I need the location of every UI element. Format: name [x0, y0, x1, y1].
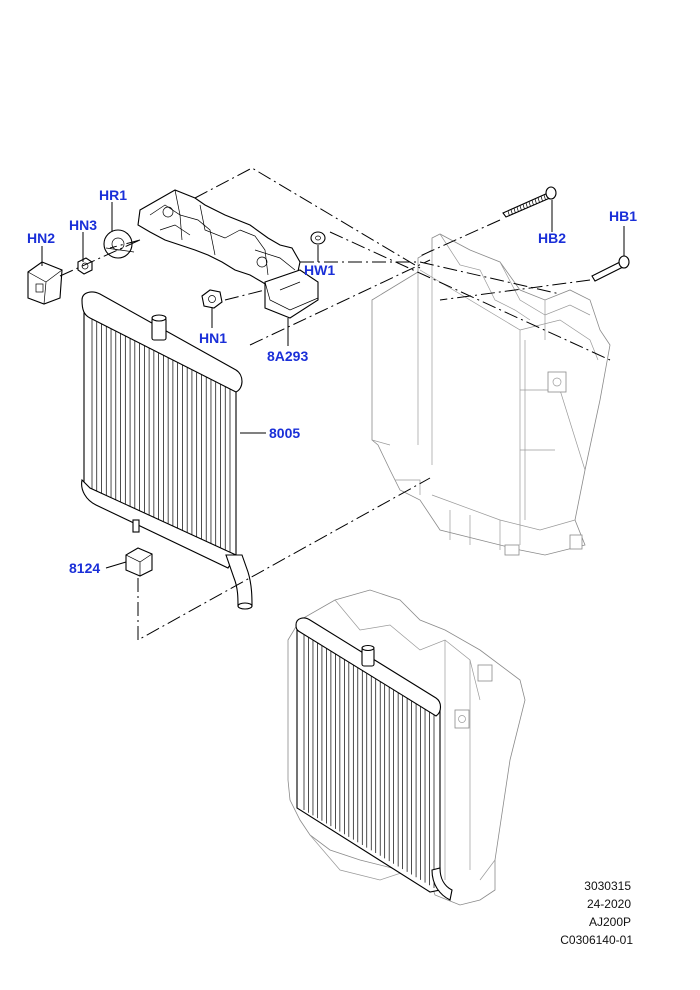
label-8005[interactable]: 8005 [269, 425, 300, 441]
bolt-thread [510, 209, 513, 215]
label-HR1[interactable]: HR1 [99, 187, 127, 203]
bolt-HB1 [591, 255, 630, 282]
radiator-8005 [81, 291, 253, 610]
label-HW1[interactable]: HW1 [304, 262, 335, 278]
fan-shroud-exploded [371, 233, 611, 556]
bolt-HB2 [502, 186, 557, 218]
label-HB1[interactable]: HB1 [609, 208, 637, 224]
label-HN2[interactable]: HN2 [27, 230, 55, 246]
bolt-thread [522, 204, 525, 210]
reference-line-2: 24-2020 [587, 897, 631, 911]
label-HB2[interactable]: HB2 [538, 230, 566, 246]
air-deflector-8A293 [264, 269, 319, 319]
leader-lines [41, 200, 625, 569]
bolt-thread [537, 197, 540, 203]
bolt-thread [507, 210, 510, 217]
reference-block: 3030315 24-2020 AJ200P C0306140-01 [560, 879, 633, 947]
bolt-thread [519, 205, 522, 211]
assembly-lines [59, 167, 611, 641]
bolt-thread [534, 198, 537, 204]
retainer-HR1 [103, 229, 135, 259]
clip-nut-HN2 [27, 261, 63, 305]
nut-HN3 [77, 257, 93, 275]
label-HN1[interactable]: HN1 [199, 330, 227, 346]
assembled-radiator-core [295, 617, 453, 901]
label-8A293[interactable]: 8A293 [267, 348, 308, 364]
bolt-thread [525, 202, 528, 209]
lower-mount-8124 [125, 547, 153, 577]
nut-HN1 [201, 289, 223, 309]
reference-line-1: 3030315 [584, 879, 631, 893]
bolt-thread [540, 196, 543, 202]
reference-line-4: C0306140-01 [560, 933, 633, 947]
label-HN3[interactable]: HN3 [69, 217, 97, 233]
upper-mounting-bracket [137, 189, 301, 291]
bolt-thread [513, 208, 516, 214]
washer-HW1 [310, 231, 326, 245]
bolt-thread [543, 194, 546, 200]
reference-line-3: AJ200P [589, 915, 631, 929]
bolt-thread [528, 201, 531, 207]
bolt-thread [531, 200, 534, 206]
label-8124[interactable]: 8124 [69, 560, 100, 576]
bolt-thread [516, 206, 519, 213]
